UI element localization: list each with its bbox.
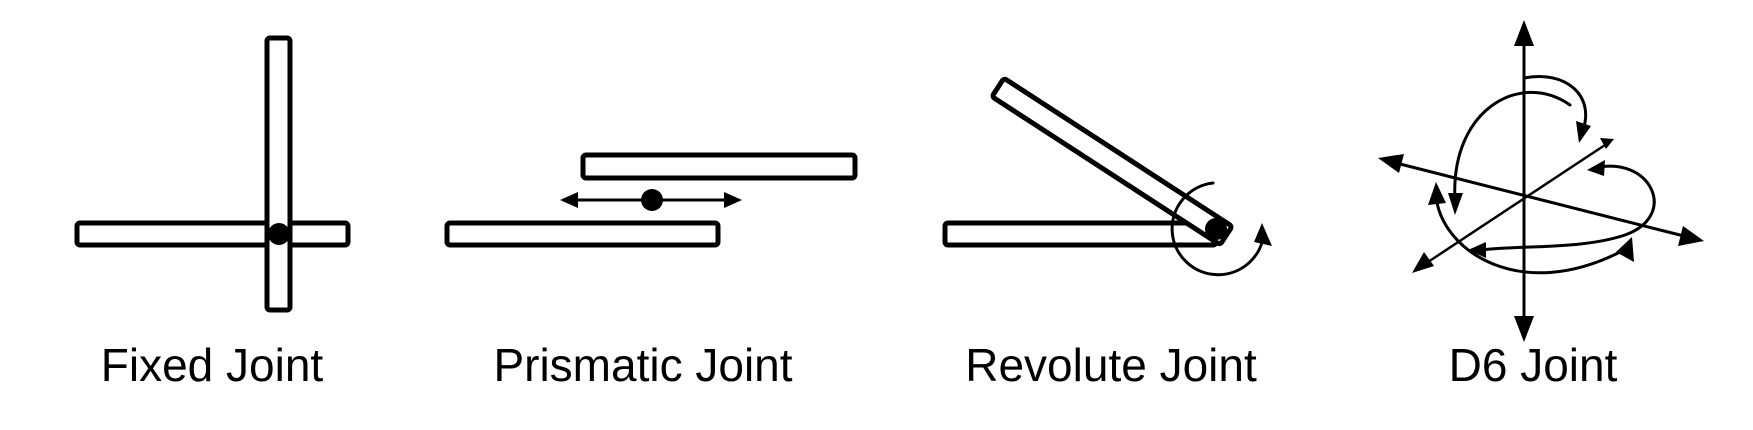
prismatic-joint-illustration <box>444 152 858 248</box>
d6-horizontal-axis <box>1398 162 1682 237</box>
fixed-horizontal-bar <box>74 220 351 248</box>
d6-arrowhead-arc-top <box>1576 121 1591 143</box>
fixed-joint-label: Fixed Joint <box>100 339 324 391</box>
prismatic-arrowhead-left <box>560 192 578 208</box>
prismatic-arrowhead-right <box>724 192 742 208</box>
d6-depth-axis <box>1426 143 1607 264</box>
d6-arrowhead-right <box>1678 226 1704 246</box>
d6-rotation-arc-right <box>1478 164 1656 252</box>
d6-joint-illustration <box>1378 20 1704 342</box>
d6-arrowhead-depth-upper <box>1600 138 1614 149</box>
d6-joint-label: D6 Joint <box>1448 339 1618 391</box>
d6-arrowhead-arc-lower <box>1616 237 1634 262</box>
d6-rotation-arc-vertical <box>1453 90 1572 202</box>
revolute-rotating-bar <box>990 76 1234 247</box>
fixed-joint-illustration <box>74 35 351 313</box>
prismatic-joint-pivot <box>641 189 663 211</box>
revolute-joint-label: Revolute Joint <box>965 339 1257 391</box>
d6-arrowhead-arc-right-end <box>1468 242 1486 258</box>
revolute-rotation-arc <box>1170 181 1266 277</box>
d6-arrowhead-depth-lower <box>1412 252 1434 273</box>
prismatic-upper-bar <box>580 152 858 181</box>
d6-rotation-arc-lower <box>1434 193 1626 275</box>
d6-arrowhead-arc-right-start <box>1587 160 1605 176</box>
d6-arrowhead-arc-vertical <box>1448 193 1463 215</box>
d6-arrowhead-left <box>1378 154 1404 173</box>
fixed-joint-pivot <box>268 223 290 245</box>
d6-arrowhead-arc-lower-start <box>1428 182 1446 205</box>
d6-rotation-arc-top <box>1522 75 1588 132</box>
revolute-joint-illustration <box>942 76 1272 277</box>
revolute-joint-pivot <box>1205 218 1227 240</box>
d6-arrowhead-down <box>1514 316 1534 342</box>
d6-arrowhead-up <box>1514 20 1534 46</box>
revolute-arrowhead <box>1254 223 1272 246</box>
prismatic-joint-label: Prismatic Joint <box>493 339 793 391</box>
fixed-vertical-bar <box>264 35 293 313</box>
prismatic-lower-bar <box>444 220 721 248</box>
